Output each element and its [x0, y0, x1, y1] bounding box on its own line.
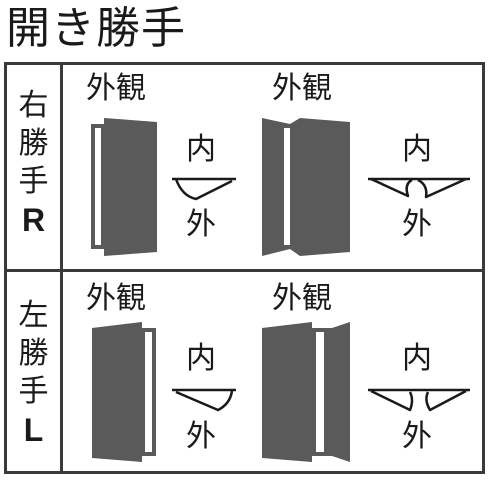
outside-label-r-double: 外 — [402, 207, 432, 242]
inside-label-r-double: 内 — [402, 132, 432, 167]
door-frame-icon — [262, 118, 290, 256]
row-divider — [7, 269, 482, 272]
left-hand-char-2: 勝 — [18, 336, 49, 371]
left-hand-label: 左 勝 手 L — [7, 297, 60, 449]
right-hand-char-2: 勝 — [18, 126, 49, 161]
right-hand-label: 右 勝 手 R — [7, 87, 60, 239]
inside-label-l-double: 内 — [402, 341, 432, 376]
swing-diagram-r-single — [172, 177, 236, 201]
door-r-single — [91, 118, 157, 256]
door-panel-icon — [262, 322, 312, 462]
outside-label-l-double: 外 — [402, 419, 432, 454]
left-hand-letter: L — [23, 412, 44, 448]
door-frame-gap — [284, 128, 290, 245]
swing-diagram-l-single — [172, 388, 236, 412]
right-hand-char-1: 右 — [18, 88, 49, 123]
door-panel-icon — [300, 118, 350, 256]
door-l-single — [92, 322, 156, 462]
exterior-view-label-l-single: 外観 — [86, 281, 146, 316]
door-panel-icon — [332, 322, 350, 462]
door-panel-icon — [92, 322, 142, 462]
door-panel-icon — [290, 118, 300, 256]
inside-label-r-single: 内 — [186, 132, 216, 167]
column-divider — [60, 65, 63, 471]
right-hand-char-3: 手 — [18, 164, 49, 199]
left-hand-char-3: 手 — [18, 374, 49, 409]
door-swing-table: 右 勝 手 R 左 勝 手 L — [4, 62, 485, 474]
outside-label-l-single: 外 — [186, 419, 216, 454]
exterior-view-label-r-double: 外観 — [272, 71, 332, 106]
exterior-view-label-l-double: 外観 — [272, 281, 332, 316]
page-title: 開き勝手 — [6, 3, 186, 54]
inside-label-l-single: 内 — [186, 341, 216, 376]
door-panel-icon — [104, 118, 157, 256]
door-frame-gap — [145, 332, 152, 452]
door-frame-gap — [95, 128, 101, 245]
swing-diagram-l-double — [368, 388, 470, 412]
door-r-double — [262, 118, 350, 256]
outside-label-r-single: 外 — [186, 207, 216, 242]
exterior-view-label-r-single: 外観 — [86, 71, 146, 106]
door-l-double — [262, 322, 350, 462]
door-frame-gap — [316, 332, 324, 452]
left-hand-char-1: 左 — [18, 298, 49, 333]
right-hand-letter: R — [21, 202, 46, 238]
swing-diagram-r-double — [368, 177, 470, 199]
